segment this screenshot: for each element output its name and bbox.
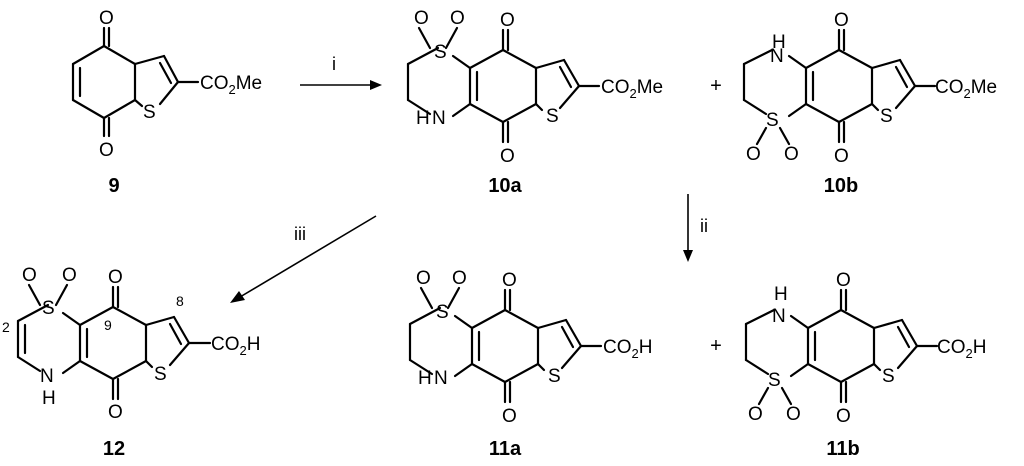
position-number-8: 8	[176, 293, 184, 309]
atom-sulfur: S	[436, 302, 449, 323]
atom-sulfur: S	[880, 106, 893, 127]
atom-oxygen: O	[834, 146, 849, 167]
compound-9-structure: O O S CO2Me	[71, 8, 262, 161]
atom-oxygen: O	[502, 270, 517, 291]
atom-sulfur: S	[882, 366, 895, 387]
plus-sign: +	[710, 75, 722, 97]
atom-oxygen: O	[22, 265, 37, 286]
reaction-arrow-i	[300, 80, 382, 90]
atom-oxygen: O	[62, 265, 77, 286]
compound-label-11a: 11a	[489, 438, 522, 460]
acid-group: CO2H	[603, 337, 652, 361]
atom-oxygen: O	[836, 406, 851, 427]
atom-oxygen: O	[500, 10, 515, 31]
atom-sulfur: S	[768, 370, 781, 391]
compound-11a-structure: O O S N H O O S CO2H	[408, 268, 652, 427]
atom-oxygen: O	[99, 8, 114, 29]
acid-group: CO2H	[937, 337, 986, 361]
atom-sulfur: S	[42, 298, 55, 319]
compound-10a-structure: O O S N H O O S CO2Me	[406, 8, 663, 167]
compound-label-12: 12	[103, 438, 125, 460]
ester-group: CO2Me	[935, 77, 997, 101]
atom-oxygen: O	[502, 406, 517, 427]
reagent-label-iii: iii	[294, 224, 306, 244]
atom-oxygen: O	[108, 402, 123, 423]
atom-nitrogen: N	[432, 108, 446, 129]
atom-oxygen: O	[452, 268, 467, 289]
atom-hydrogen: H	[42, 388, 56, 409]
atom-oxygen: O	[784, 144, 799, 165]
atom-hydrogen: H	[416, 108, 430, 129]
plus-sign: +	[710, 335, 722, 357]
atom-nitrogen: N	[434, 368, 448, 389]
atom-sulfur: S	[546, 106, 559, 127]
atom-oxygen: O	[834, 10, 849, 31]
compound-10b-structure: H N S O O O O S CO2Me	[742, 10, 997, 167]
acid-group: CO2H	[211, 334, 260, 358]
atom-oxygen: O	[416, 268, 431, 289]
compound-label-10b: 10b	[824, 175, 858, 197]
atom-oxygen: O	[414, 8, 429, 29]
ester-group: CO2Me	[601, 77, 663, 101]
compound-11b-structure: H N S O O O O S CO2H	[744, 270, 986, 427]
reaction-arrow-ii	[683, 194, 693, 262]
atom-hydrogen: H	[774, 284, 788, 305]
atom-sulfur: S	[766, 110, 779, 131]
atom-sulfur: S	[154, 364, 167, 385]
compound-label-10a: 10a	[488, 175, 522, 197]
compound-12-structure: O O S N H O O S CO2H 2 9 8	[2, 265, 260, 423]
atom-oxygen: O	[99, 140, 114, 161]
atom-nitrogen: N	[772, 306, 786, 327]
atom-oxygen: O	[500, 146, 515, 167]
atom-sulfur: S	[434, 42, 447, 63]
compound-label-11b: 11b	[826, 438, 859, 460]
reagent-label-ii: ii	[700, 216, 708, 236]
atom-sulfur: S	[548, 366, 561, 387]
atom-oxygen: O	[746, 144, 761, 165]
atom-hydrogen: H	[418, 368, 432, 389]
atom-oxygen: O	[108, 267, 123, 288]
compound-label-9: 9	[108, 175, 119, 197]
reagent-label-i: i	[332, 54, 336, 74]
atom-nitrogen: N	[40, 366, 54, 387]
atom-oxygen: O	[786, 404, 801, 425]
atom-oxygen: O	[748, 404, 763, 425]
atom-oxygen: O	[836, 270, 851, 291]
position-number-2: 2	[2, 319, 10, 335]
atom-hydrogen: H	[772, 32, 786, 53]
atom-sulfur: S	[143, 102, 156, 123]
atom-oxygen: O	[450, 8, 465, 29]
position-number-9: 9	[104, 317, 112, 333]
ester-group: CO2Me	[200, 73, 262, 97]
atom-nitrogen: N	[770, 46, 784, 67]
reaction-arrow-iii	[230, 215, 377, 303]
